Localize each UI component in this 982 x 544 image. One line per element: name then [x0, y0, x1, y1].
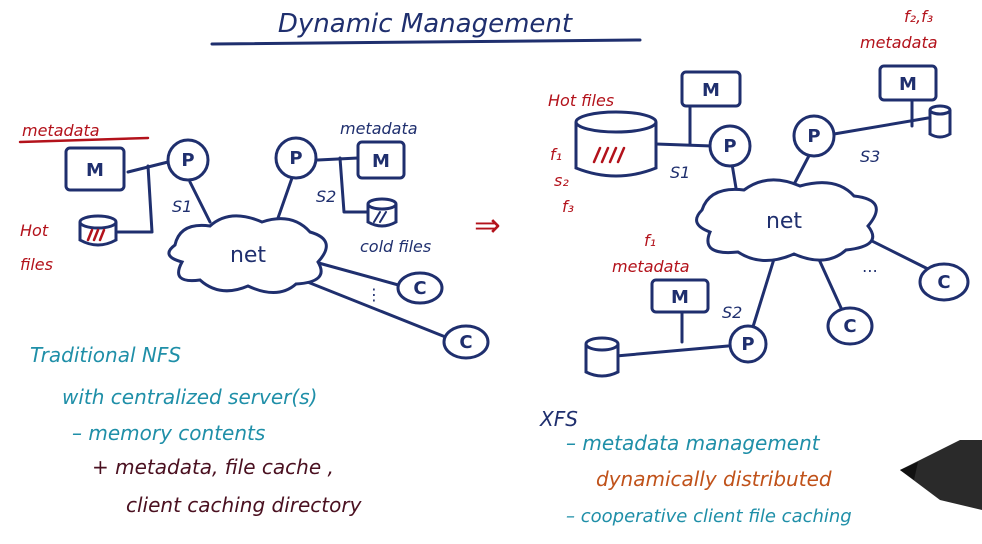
server-p1 — [166, 138, 210, 182]
metadata-label-2: metadata — [340, 119, 418, 138]
text-client-caching: client caching directory — [126, 493, 363, 517]
metadata-underline — [18, 136, 150, 144]
pen-icon — [900, 440, 982, 510]
m1-right-label: M — [702, 80, 720, 101]
metadata-top-label: metadata — [860, 33, 938, 52]
client-c1 — [396, 271, 444, 305]
title-underline — [210, 38, 642, 46]
link-p2-net — [276, 176, 294, 220]
files-label: files — [20, 255, 53, 274]
text-metadata-cache: + metadata, file cache , — [92, 455, 334, 479]
c1-label: C — [413, 278, 426, 299]
metadata-mid-label: metadata — [612, 257, 690, 276]
link-s1-disk — [116, 164, 154, 234]
metadata-label: metadata — [22, 121, 100, 140]
server-p1-right — [708, 124, 752, 168]
p1-label: P — [181, 150, 194, 171]
cold-files-label: cold files — [360, 237, 431, 256]
f2f3-label: f₂,f₃ — [904, 7, 933, 26]
dots-left: ⋮ — [366, 285, 382, 304]
link-disk-p2 — [614, 344, 730, 358]
text-dynamically-distributed: dynamically distributed — [596, 467, 832, 491]
server-p3-right — [792, 114, 836, 158]
s2-label: S2 — [316, 187, 336, 206]
p3-right-label: P — [807, 126, 820, 147]
dots-right: ⋯ — [862, 261, 878, 280]
net-right-label: net — [766, 209, 802, 234]
net-label: net — [230, 243, 266, 268]
m3-right-label: M — [899, 74, 917, 95]
s1-label: S1 — [172, 197, 192, 216]
cold-files-disk — [366, 197, 398, 228]
s2-right-label: S2 — [722, 303, 742, 322]
net-cloud-right — [695, 178, 878, 262]
f1-list-label: f₁ — [550, 145, 562, 164]
hot-label: Hot — [20, 221, 49, 240]
f3-list-label: f₃ — [562, 197, 574, 216]
transition-arrow: ⇒ — [474, 206, 501, 244]
link-net-c2 — [288, 273, 450, 340]
p1-right-label: P — [723, 136, 736, 157]
m2-label: M — [372, 151, 390, 172]
c1-right-label: C — [843, 316, 856, 337]
metadata-server-box — [64, 146, 126, 192]
s2-list-label: s₂ — [554, 171, 569, 190]
title: Dynamic Management — [278, 9, 573, 39]
net-cloud — [167, 214, 328, 294]
server-p2-right — [728, 324, 768, 364]
metadata-server-box-r1 — [680, 70, 742, 108]
hot-files-label-right: Hot files — [548, 91, 614, 110]
c2-right-label: C — [937, 272, 950, 293]
link-s2-disk — [338, 156, 370, 214]
client-c1-right — [826, 306, 874, 346]
hot-files-disk-right — [574, 110, 658, 178]
link-net-c1 — [313, 260, 404, 288]
metadata-server-box-r3 — [878, 64, 938, 102]
text-centralized: with centralized server(s) — [62, 385, 317, 409]
disk-r3 — [928, 104, 952, 139]
hot-files-disk — [78, 214, 118, 247]
text-memory-contents: – memory contents — [72, 421, 265, 445]
text-metadata-management: – metadata management — [566, 431, 821, 455]
link-p-net — [188, 180, 212, 224]
metadata-server-box-r2 — [650, 278, 710, 314]
s3-right-label: S3 — [860, 147, 880, 166]
p2-label: P — [289, 148, 302, 169]
text-cooperative-caching: – cooperative client file caching — [566, 506, 852, 527]
link-p3-disk — [832, 116, 930, 136]
metadata-server-box-2 — [356, 140, 406, 180]
f1-mid-label: f₁ — [644, 231, 656, 250]
text-traditional-nfs: Traditional NFS — [30, 343, 181, 367]
link-hot-p1 — [654, 142, 714, 148]
text-xfs: XFS — [539, 407, 578, 431]
m-label: M — [86, 160, 104, 181]
m2-right-label: M — [671, 287, 689, 308]
client-c2 — [442, 324, 490, 360]
s1-right-label: S1 — [670, 163, 690, 182]
disk-r2 — [584, 336, 620, 378]
link-p2-m2 — [316, 156, 360, 162]
c2-label: C — [459, 332, 472, 353]
server-p2 — [274, 136, 318, 180]
p2-right-label: P — [741, 334, 754, 355]
client-c2-right — [918, 262, 970, 302]
